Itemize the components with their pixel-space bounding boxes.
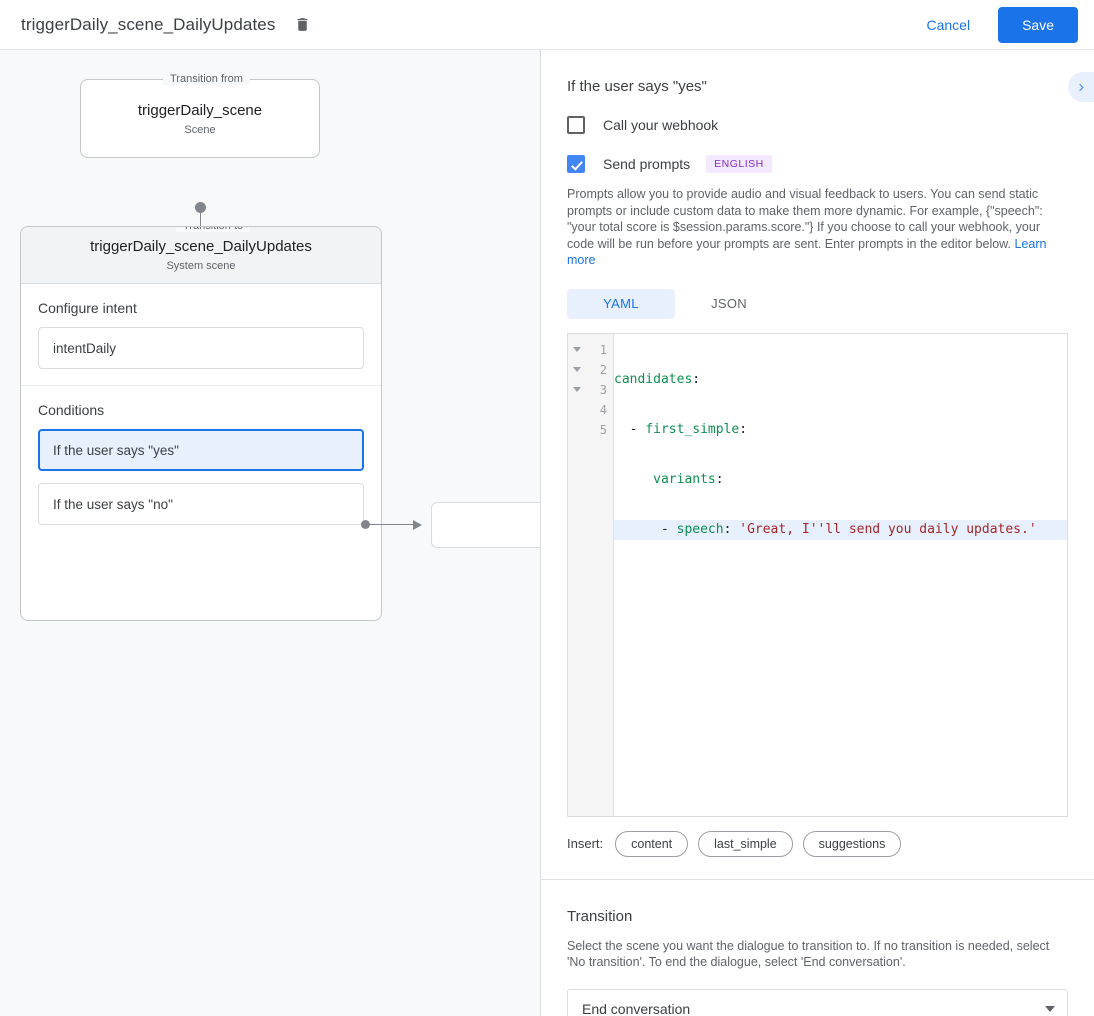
transition-from-node[interactable]: Transition from triggerDaily_scene Scene xyxy=(80,73,320,158)
cancel-button[interactable]: Cancel xyxy=(912,9,984,41)
prompt-editor[interactable]: 1 2 3 4 5 candidates: - f xyxy=(567,332,1068,817)
code-indent xyxy=(614,472,653,487)
insert-chip-last-simple[interactable]: last_simple xyxy=(698,830,793,857)
tab-json[interactable]: JSON xyxy=(711,296,747,311)
condition-item-no[interactable]: If the user says "no" xyxy=(38,483,364,525)
line-number: 4 xyxy=(599,402,607,417)
code-line xyxy=(614,570,1067,590)
transition-from-title: triggerDaily_scene xyxy=(137,101,263,119)
insert-chip-suggestions[interactable]: suggestions xyxy=(802,830,902,857)
transition-from-legend: Transition from xyxy=(163,73,250,85)
fold-icon[interactable] xyxy=(573,387,581,392)
conditions-label: Conditions xyxy=(38,402,105,418)
code-colon: : xyxy=(723,521,732,537)
transition-section: Transition Select the scene you want the… xyxy=(541,880,1094,1016)
learn-more-link[interactable]: Learn more xyxy=(567,236,1047,268)
transition-to-node[interactable]: Transition to triggerDaily_scene_DailyUp… xyxy=(20,226,382,621)
fold-icon[interactable] xyxy=(573,367,581,372)
webhook-checkbox[interactable] xyxy=(567,116,585,134)
webhook-label: Call your webhook xyxy=(603,117,719,133)
page-title: triggerDaily_scene_DailyUpdates xyxy=(21,14,276,34)
scene-graph-canvas[interactable]: Transition from triggerDaily_scene Scene… xyxy=(0,50,540,1016)
line-number: 1 xyxy=(599,342,607,357)
code-colon: : xyxy=(739,421,748,437)
language-badge: ENGLISH xyxy=(706,155,772,173)
intent-value[interactable]: intentDaily xyxy=(38,327,364,369)
gutter-row: 2 xyxy=(568,360,613,380)
section-divider xyxy=(541,878,1094,880)
transition-to-header: triggerDaily_scene_DailyUpdates System s… xyxy=(21,227,381,284)
delete-icon[interactable] xyxy=(290,13,314,37)
condition-connector-line xyxy=(369,524,414,525)
connector-dot-from xyxy=(195,202,206,213)
save-button[interactable]: Save xyxy=(998,6,1078,43)
condition-item-yes[interactable]: If the user says "yes" xyxy=(38,429,364,471)
line-number: 3 xyxy=(599,382,607,397)
configure-intent-section: Configure intent intentDaily xyxy=(21,284,381,385)
transition-heading: Transition xyxy=(567,907,633,925)
insert-chip-content[interactable]: content xyxy=(615,830,689,857)
transition-to-legend: Transition to xyxy=(176,227,251,232)
code-line: - first_simple: xyxy=(614,420,1067,440)
editor-gutter: 1 2 3 4 5 xyxy=(568,333,614,816)
condition-connector-arrow xyxy=(413,520,422,530)
code-colon: : xyxy=(692,371,701,387)
prompts-section: If the user says "yes" Call your webhook… xyxy=(541,50,1094,879)
transition-to-subtitle: System scene xyxy=(166,260,236,272)
gutter-row: 3 xyxy=(568,380,613,400)
conditions-section: Conditions If the user says "yes" If the… xyxy=(21,385,381,541)
gutter-row: 1 xyxy=(568,340,613,360)
code-key: candidates xyxy=(614,371,693,387)
code-indent: - xyxy=(614,521,677,537)
tab-yaml[interactable]: YAML xyxy=(567,288,675,319)
panel-title: If the user says "yes" xyxy=(567,78,707,95)
insert-label: Insert: xyxy=(567,836,604,851)
expand-panel-button[interactable] xyxy=(1068,72,1094,102)
top-bar-actions: Cancel Save xyxy=(912,6,1078,43)
prompts-description-text: Prompts allow you to provide audio and v… xyxy=(567,187,1043,251)
chevron-right-icon xyxy=(1078,83,1084,91)
prompts-description: Prompts allow you to provide audio and v… xyxy=(567,186,1068,269)
top-bar: triggerDaily_scene_DailyUpdates Cancel S… xyxy=(0,0,1094,50)
code-string: 'Great, I''ll send you daily updates.' xyxy=(731,521,1037,537)
configure-intent-label: Configure intent xyxy=(38,300,137,316)
condition-connector-dot xyxy=(361,520,370,529)
transition-from-subtitle: Scene xyxy=(184,123,216,136)
gutter-row: 4 xyxy=(568,400,613,420)
details-panel: If the user says "yes" Call your webhook… xyxy=(540,50,1094,1016)
webhook-row[interactable]: Call your webhook xyxy=(567,116,1068,134)
send-prompts-checkbox[interactable] xyxy=(567,155,585,173)
code-line: - speech: 'Great, I''ll send you daily u… xyxy=(614,519,1067,540)
send-prompts-row[interactable]: Send prompts ENGLISH xyxy=(567,155,1068,173)
transition-to-title: triggerDaily_scene_DailyUpdates xyxy=(90,238,312,255)
line-number: 2 xyxy=(599,362,607,377)
code-indent: - xyxy=(614,421,646,437)
target-node[interactable] xyxy=(431,502,540,548)
code-line: candidates: xyxy=(614,370,1067,390)
code-line: variants: xyxy=(614,470,1067,490)
editor-code-area[interactable]: candidates: - first_simple: variants: - … xyxy=(614,334,1067,816)
fold-icon[interactable] xyxy=(573,347,581,352)
code-key: first_simple xyxy=(645,421,740,437)
transition-description: Select the scene you want the dialogue t… xyxy=(567,938,1050,970)
line-number: 5 xyxy=(599,422,607,437)
chevron-down-icon xyxy=(1045,1005,1055,1012)
insert-row: Insert: content last_simple suggestions xyxy=(567,830,1068,879)
gutter-row: 5 xyxy=(568,420,613,440)
send-prompts-label: Send prompts xyxy=(603,156,691,172)
transition-select[interactable]: End conversation xyxy=(567,988,1068,1016)
format-tabs: YAML JSON xyxy=(567,288,1068,319)
code-colon: : xyxy=(715,471,724,487)
transition-select-value: End conversation xyxy=(582,1000,691,1016)
code-key: variants xyxy=(653,471,716,487)
trash-icon xyxy=(297,18,308,31)
code-key: speech xyxy=(676,521,724,537)
